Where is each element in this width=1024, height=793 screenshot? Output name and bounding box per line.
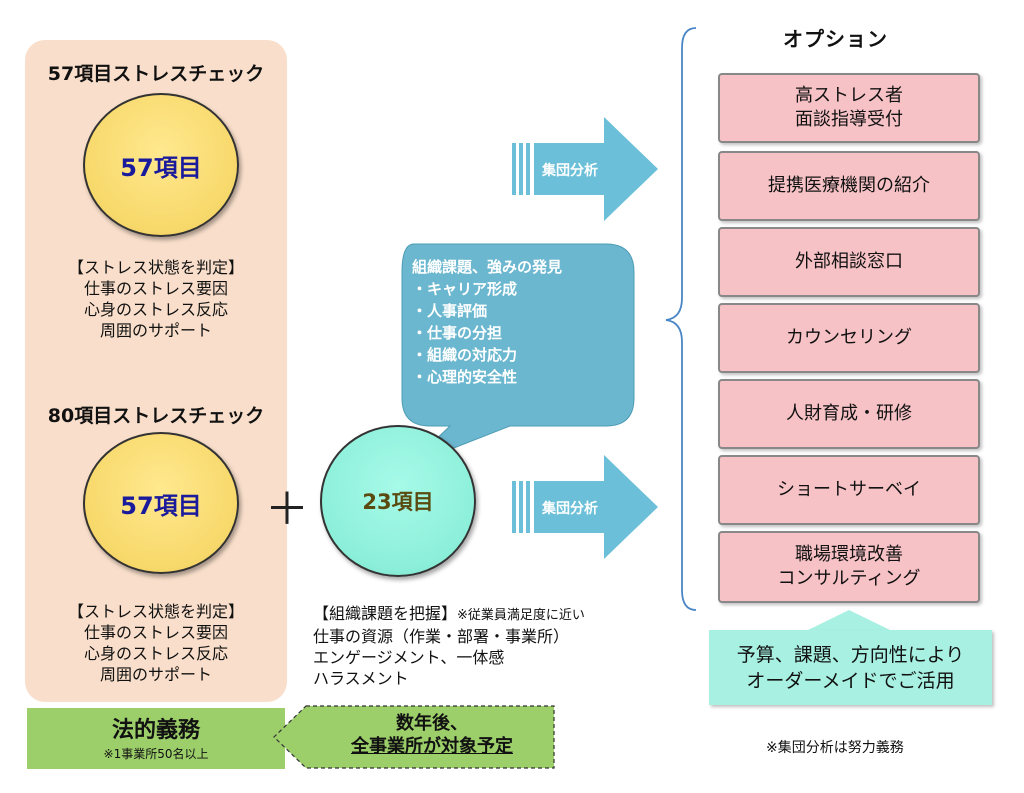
option-line: 職場環境改善	[794, 544, 903, 565]
footnote: ※集団分析は努力義務	[766, 740, 904, 756]
future-arrow-shape	[273, 705, 555, 769]
check57-circle-label: 57項目	[120, 153, 202, 182]
options-title: オプション	[783, 27, 888, 51]
check80-desc-heading: 【ストレス状態を判定】	[67, 602, 244, 621]
check80-circle: 57項目	[83, 432, 239, 574]
check57-desc-line: 心身のストレス反応	[83, 300, 228, 319]
check57-title: 57項目ストレスチェック	[47, 63, 265, 85]
callout-item: ・人事評価	[412, 302, 488, 320]
legal-obligation-note: ※1事業所50名以上	[103, 747, 209, 761]
option-line: 外部相談窓口	[795, 251, 903, 272]
organization-desc-heading: 【組織課題を把握】	[313, 604, 458, 623]
item23-circle-label: 23項目	[362, 490, 434, 514]
callout-shape	[401, 243, 635, 467]
option-line: ショートサーベイ	[777, 479, 921, 500]
future-line: 数年後、	[396, 713, 468, 734]
check57-description: 【ストレス状態を判定】 仕事のストレス要因 心身のストレス反応 周囲のサポート	[30, 257, 282, 341]
option-line: 面談指導受付	[795, 109, 903, 130]
organization-description: 【組織課題を把握】※従業員満足度に近い 仕事の資源（作業・部署・事業所） エンゲ…	[313, 603, 585, 689]
option-line: 高ストレス者	[795, 85, 903, 106]
check57-circle: 57項目	[83, 93, 239, 237]
check57-desc-line: 周囲のサポート	[99, 321, 212, 340]
group-analysis-arrow-bottom	[512, 455, 658, 559]
group-analysis-label-bottom: 集団分析	[542, 501, 598, 517]
option-counseling: カウンセリング	[718, 303, 980, 373]
future-target-text: 数年後、 全事業所が対象予定	[310, 712, 554, 758]
budget-line: オーダーメイドでご活用	[746, 669, 955, 692]
option-short-survey: ショートサーベイ	[718, 455, 980, 525]
options-brace	[665, 27, 697, 611]
callout-title: 組織課題、強みの発見	[412, 258, 563, 276]
check80-description: 【ストレス状態を判定】 仕事のストレス要因 心身のストレス反応 周囲のサポート	[30, 601, 282, 685]
future-target-arrow	[273, 705, 555, 769]
check57-desc-heading: 【ストレス状態を判定】	[67, 258, 244, 277]
callout-item: ・組織の対応力	[412, 346, 518, 364]
legal-obligation-title: 法的義務	[111, 718, 200, 743]
check80-title: 80項目ストレスチェック	[47, 405, 265, 427]
check80-desc-line: 心身のストレス反応	[83, 644, 228, 663]
callout-item: ・心理的安全性	[412, 368, 518, 386]
budget-custom-box: 予算、課題、方向性によりオーダーメイドでご活用	[709, 630, 992, 705]
organization-callout-bubble	[401, 243, 635, 467]
option-line: 提携医療機関の紹介	[768, 175, 930, 196]
organization-desc-line: 仕事の資源（作業・部署・事業所）	[313, 627, 570, 646]
legal-obligation-box: 法的義務 ※1事業所50名以上	[27, 708, 285, 769]
callout-item: ・仕事の分担	[412, 324, 503, 342]
organization-desc-line: ハラスメント	[313, 669, 409, 688]
future-line: 全事業所が対象予定	[351, 736, 513, 757]
group-analysis-label-top: 集団分析	[542, 163, 598, 179]
option-medical-referral: 提携医療機関の紹介	[718, 151, 980, 221]
option-training: 人財育成・研修	[718, 379, 980, 449]
callout-item: ・キャリア形成	[412, 280, 518, 298]
check80-desc-line: 仕事のストレス要因	[83, 623, 228, 642]
option-line: 人財育成・研修	[786, 403, 912, 424]
budget-pointer	[806, 610, 892, 631]
budget-line: 予算、課題、方向性により	[736, 643, 965, 666]
option-workplace-consulting: 職場環境改善コンサルティング	[718, 531, 980, 603]
option-high-stress-interview: 高ストレス者面談指導受付	[718, 73, 980, 143]
item23-circle: 23項目	[320, 425, 476, 577]
check57-desc-line: 仕事のストレス要因	[83, 279, 228, 298]
option-line: コンサルティング	[777, 568, 921, 589]
organization-desc-heading-note: ※従業員満足度に近い	[457, 608, 585, 623]
group-analysis-arrow-top	[512, 117, 658, 221]
organization-desc-line: エンゲージメント、一体感	[313, 648, 505, 667]
organization-desc-heading-row: 【組織課題を把握】※従業員満足度に近い	[313, 603, 585, 626]
organization-callout-text: 組織課題、強みの発見 ・キャリア形成 ・人事評価 ・仕事の分担 ・組織の対応力 …	[412, 256, 562, 388]
check80-desc-line: 周囲のサポート	[99, 665, 212, 684]
option-line: カウンセリング	[786, 327, 912, 348]
plus-symbol: ＋	[265, 484, 309, 535]
option-external-consultation: 外部相談窓口	[718, 227, 980, 297]
check80-circle-label: 57項目	[120, 491, 202, 520]
